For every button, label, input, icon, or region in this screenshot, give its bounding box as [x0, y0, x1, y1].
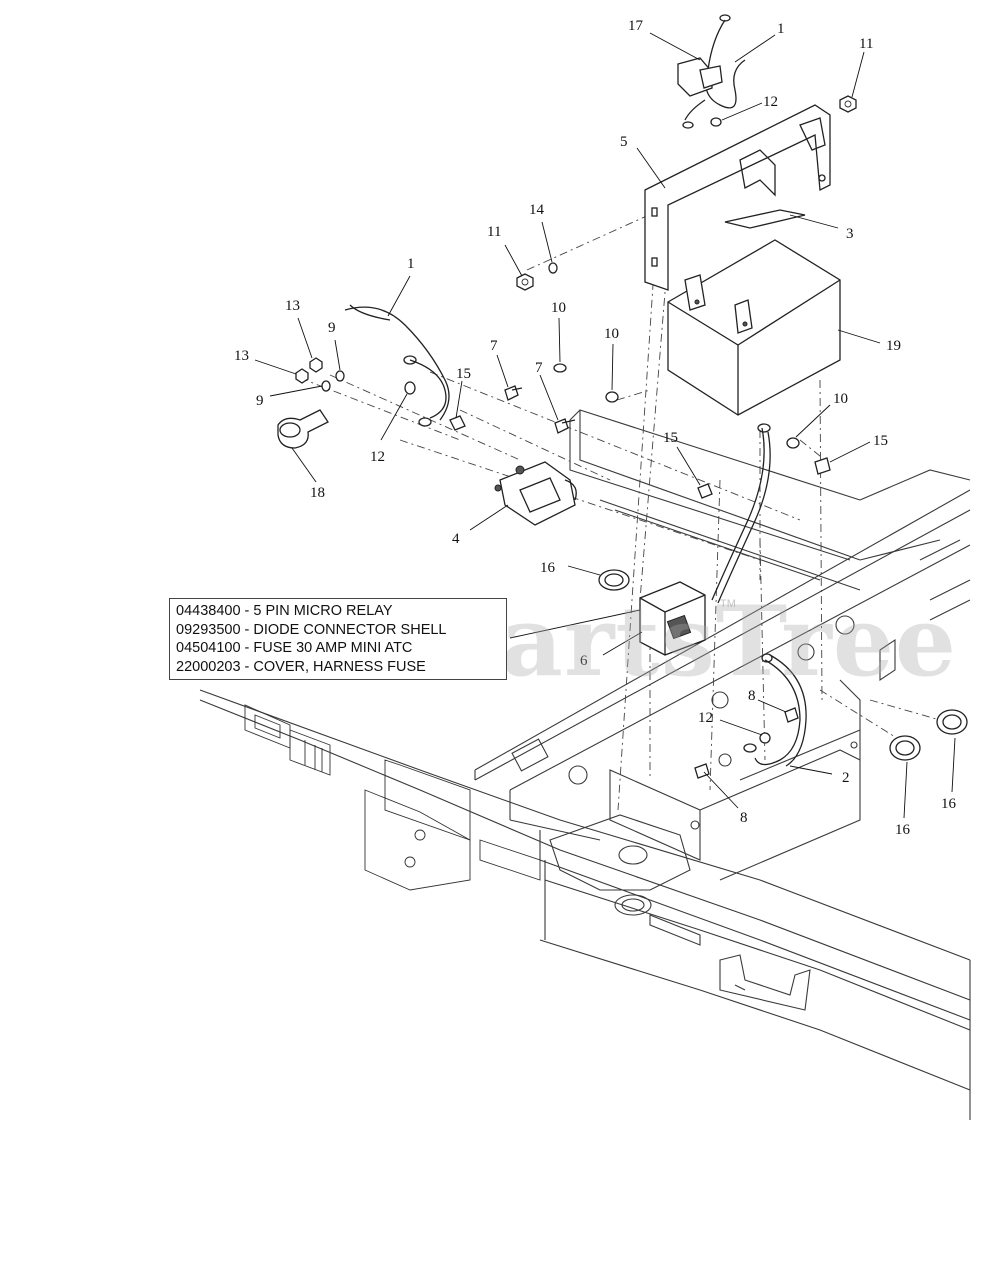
nut — [295, 368, 309, 384]
ground-cable — [711, 427, 765, 601]
callout-13: 13 — [234, 348, 249, 364]
screw — [449, 415, 466, 431]
screw — [697, 483, 713, 499]
washer — [553, 363, 567, 373]
lock-washer — [335, 370, 345, 382]
callout-8: 8 — [748, 688, 756, 704]
callout-8: 8 — [740, 810, 748, 826]
callout-9: 9 — [328, 320, 336, 336]
ring-terminal — [757, 423, 771, 433]
note-line: 22000203 - COVER, HARNESS FUSE — [176, 658, 426, 675]
washer — [605, 391, 619, 403]
callout-11: 11 — [487, 224, 501, 240]
grommet — [598, 569, 630, 591]
bolt — [694, 763, 710, 779]
callout-6: 6 — [580, 653, 588, 669]
callout-13: 13 — [285, 298, 300, 314]
lock-washer-icon — [710, 117, 722, 127]
lock-washer — [404, 381, 416, 395]
battery-cable-top — [677, 14, 746, 129]
bolts — [504, 385, 576, 434]
leader-lines — [254, 32, 956, 819]
bolt — [784, 707, 799, 723]
callout-12: 12 — [698, 710, 713, 726]
callout-3: 3 — [846, 226, 854, 242]
callout-labels: 17 1 11 12 5 3 14 11 1 19 13 9 10 10 13 … — [234, 18, 957, 838]
nut — [309, 357, 323, 373]
chassis-frame — [199, 409, 971, 1120]
trademark-mark: TM — [720, 598, 736, 610]
callout-10: 10 — [604, 326, 619, 342]
callout-2: 2 — [842, 770, 850, 786]
battery-hold-down-bracket — [644, 104, 831, 291]
callout-15: 15 — [456, 366, 471, 382]
ground-cable-edge — [717, 431, 771, 604]
screw — [814, 457, 831, 475]
callout-10: 10 — [551, 300, 566, 316]
grommet — [936, 709, 968, 735]
callout-1: 1 — [777, 21, 785, 37]
battery — [667, 239, 841, 416]
callout-7: 7 — [535, 360, 543, 376]
assembly-lines — [299, 209, 941, 811]
callout-9: 9 — [256, 393, 264, 409]
callout-15: 15 — [663, 430, 678, 446]
callout-16: 16 — [941, 796, 957, 812]
callout-12: 12 — [370, 449, 385, 465]
lock-washer — [321, 380, 331, 392]
callout-14: 14 — [529, 202, 545, 218]
parts-note-box: 04438400 - 5 PIN MICRO RELAY 09293500 - … — [169, 598, 507, 680]
callout-4: 4 — [452, 531, 460, 547]
grommet — [889, 735, 921, 761]
battery-cable-left — [344, 304, 450, 427]
callout-15: 15 — [873, 433, 888, 449]
note-line: 04438400 - 5 PIN MICRO RELAY — [176, 603, 393, 619]
nut-top-right — [839, 95, 857, 113]
terminal-boot — [277, 409, 329, 449]
ground-cable-2 — [743, 653, 807, 767]
callout-11: 11 — [859, 36, 873, 52]
washer — [786, 437, 800, 449]
callout-1: 1 — [407, 256, 415, 272]
fuse-holder — [639, 581, 706, 656]
callout-19: 19 — [886, 338, 901, 354]
callout-16: 16 — [895, 822, 911, 838]
note-line: 09293500 - DIODE CONNECTOR SHELL — [176, 621, 447, 638]
callout-18: 18 — [310, 485, 325, 501]
callout-16: 16 — [540, 560, 556, 576]
battery-pad — [724, 209, 806, 229]
starter-solenoid — [494, 461, 577, 526]
callout-5: 5 — [620, 134, 628, 150]
callout-7: 7 — [490, 338, 498, 354]
callout-17: 17 — [628, 18, 644, 34]
note-line: 04504100 - FUSE 30 AMP MINI ATC — [176, 640, 413, 656]
callout-10: 10 — [833, 391, 848, 407]
callout-12: 12 — [763, 94, 778, 110]
nut-and-washer-left — [516, 262, 558, 291]
